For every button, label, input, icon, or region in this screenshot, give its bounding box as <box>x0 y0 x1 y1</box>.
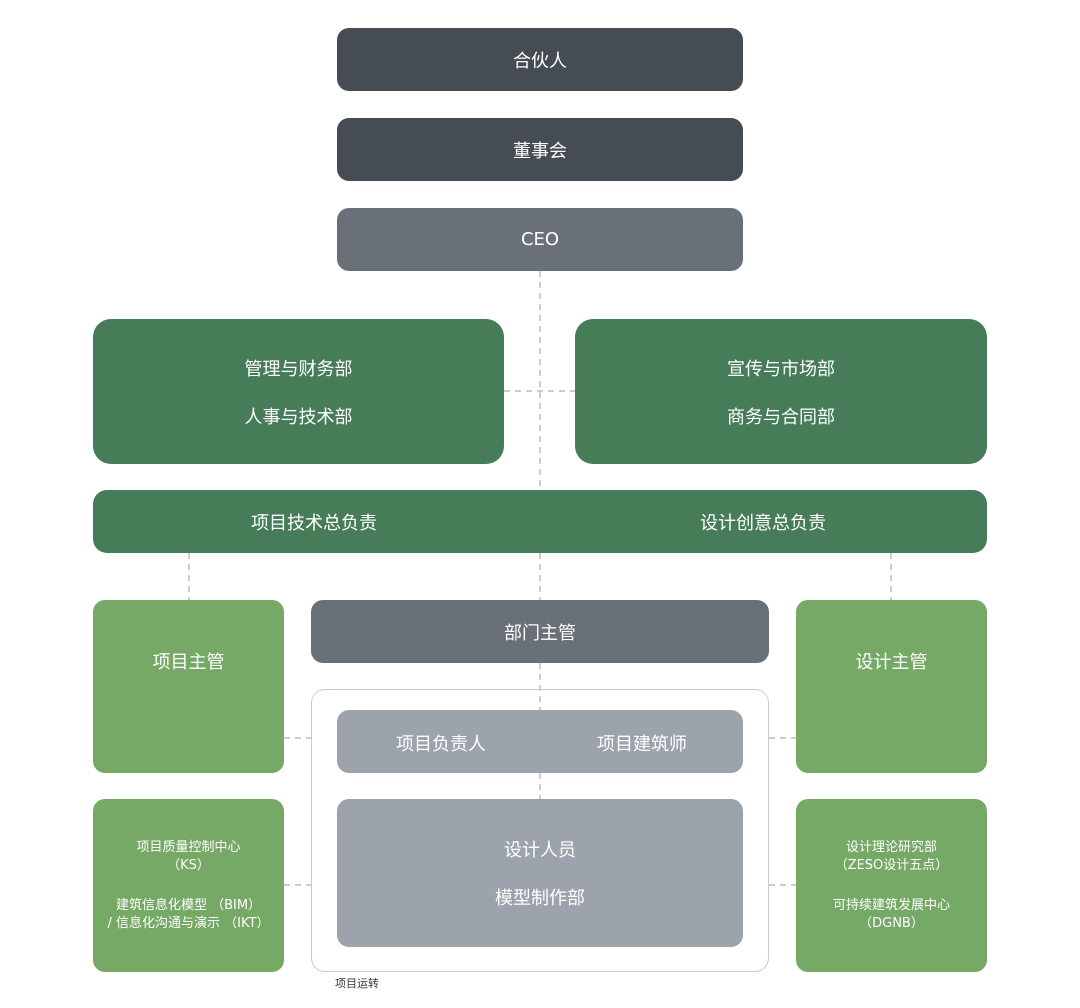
marketing-label: 宣传与市场部 <box>727 358 835 380</box>
bim-label-line1: 建筑信息化模型 （BIM） <box>115 897 262 913</box>
qc-center-label: 项目质量控制中心 <box>136 839 241 855</box>
theory-dept-label: 设计理论研究部 <box>845 839 937 855</box>
hr-tech-label: 人事与技术部 <box>244 406 353 428</box>
admin-departments-box: 管理与财务部 人事与技术部 <box>93 319 504 464</box>
tech-director-label: 项目技术总负责 <box>251 513 377 534</box>
ceo-label: CEO <box>520 229 560 250</box>
design-supervisor-box: 设计主管 <box>796 600 987 773</box>
board-box: 董事会 <box>337 118 743 181</box>
model-dept-label: 模型制作部 <box>495 888 585 909</box>
theory-abbr-label: （ZESO设计五点） <box>834 857 949 873</box>
ceo-box: CEO <box>337 208 743 271</box>
qc-center-box: 项目质量控制中心 （KS） 建筑信息化模型 （BIM） / 信息化沟通与演示 （… <box>93 799 284 972</box>
dept-supervisor-label: 部门主管 <box>504 622 576 644</box>
sustain-center-label: 可持续建筑发展中心 <box>832 897 950 913</box>
admin-finance-label: 管理与财务部 <box>244 358 353 380</box>
directors-bar: 项目技术总负责 设计创意总负责 <box>93 490 987 553</box>
business-contract-label: 商务与合同部 <box>727 406 835 428</box>
project-roles-box: 项目负责人 项目建筑师 <box>337 710 743 773</box>
design-supervisor-label: 设计主管 <box>855 652 928 673</box>
project-supervisor-label: 项目主管 <box>152 652 225 673</box>
project-operation-frame <box>311 689 769 972</box>
board-label: 董事会 <box>513 140 567 162</box>
project-architect-label: 项目建筑师 <box>597 734 687 755</box>
project-supervisor-box: 项目主管 <box>93 600 284 773</box>
dept-supervisor-box: 部门主管 <box>311 600 769 663</box>
designers-label: 设计人员 <box>504 840 576 861</box>
partners-box: 合伙人 <box>337 28 743 91</box>
designers-box: 设计人员 模型制作部 <box>337 799 743 947</box>
theory-dept-box: 设计理论研究部 （ZESO设计五点） 可持续建筑发展中心 （DGNB） <box>796 799 987 972</box>
project-operation-caption: 项目运转 <box>335 977 379 990</box>
project-leader-label: 项目负责人 <box>396 734 486 755</box>
bim-label-line2: / 信息化沟通与演示 （IKT） <box>107 915 270 931</box>
partners-label: 合伙人 <box>513 50 567 72</box>
sustain-abbr-label: （DGNB） <box>859 915 924 931</box>
design-director-label: 设计创意总负责 <box>700 513 826 534</box>
marketing-departments-box: 宣传与市场部 商务与合同部 <box>575 319 987 464</box>
qc-abbr-label: （KS） <box>167 857 210 873</box>
